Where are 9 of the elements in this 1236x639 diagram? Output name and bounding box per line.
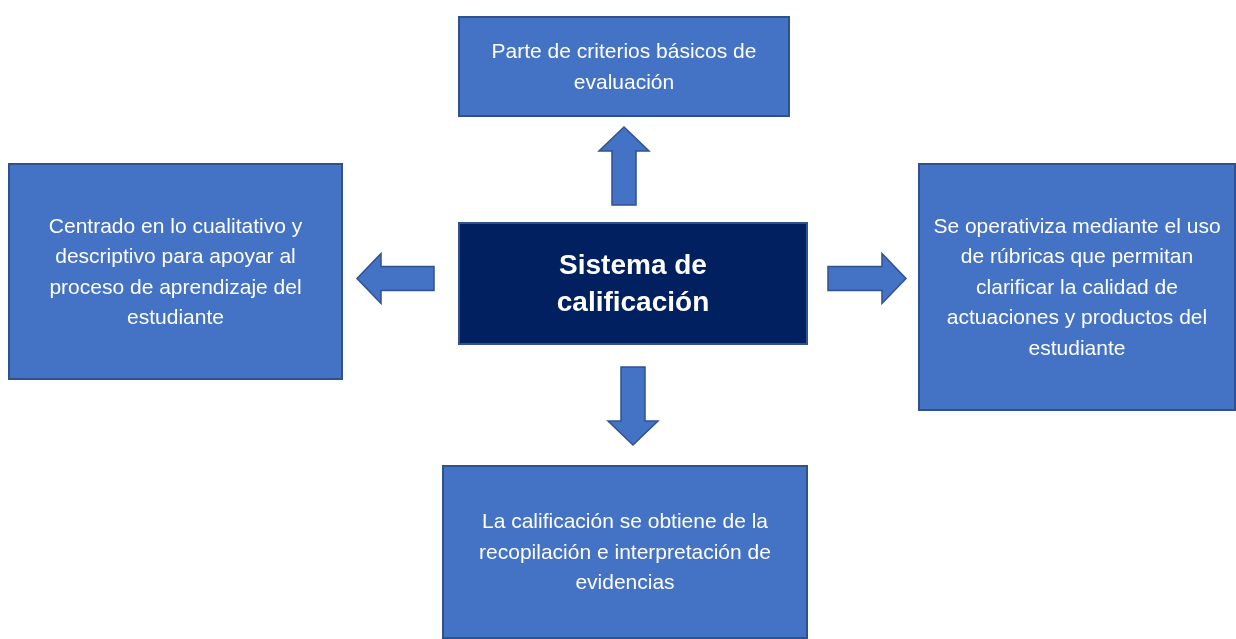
block-arrow [606,366,660,447]
block-arrow [597,125,651,206]
central-box: Sistema de calificación [458,222,808,345]
process-box: Parte de criterios básicos de evaluación [458,16,790,117]
process-box: La calificación se obtiene de la recopilación e interpretación de evidencias [442,465,808,639]
process-box: Se operativiza mediante el uso de rúbricas que permitan clarificar la calidad de actuaciones y productos del estudiante [918,163,1236,411]
block-arrow [827,251,908,306]
block-arrow [355,251,435,306]
process-box: Centrado en lo cualitativo y descriptivo para apoyar al proceso de aprendizaje del estudiante [8,163,343,380]
